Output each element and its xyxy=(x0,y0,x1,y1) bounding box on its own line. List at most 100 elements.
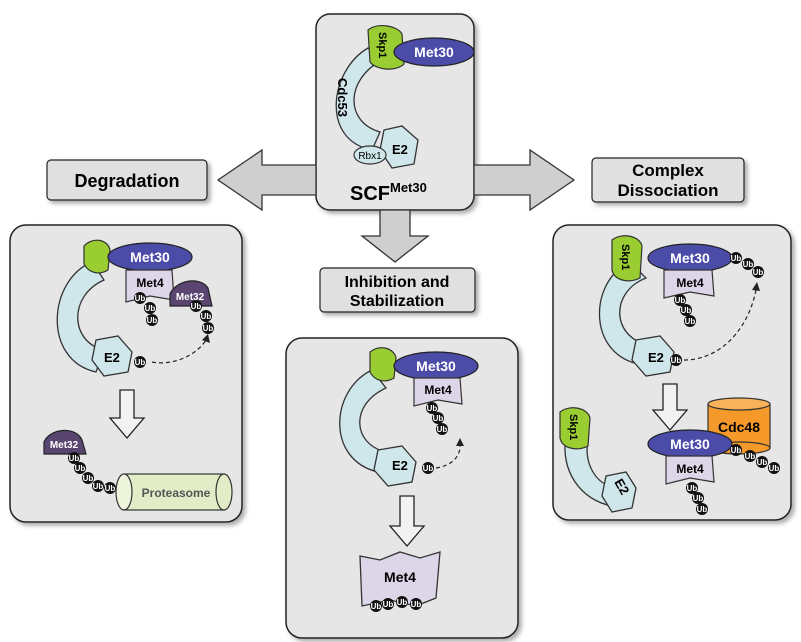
cullin-scaffold-1 xyxy=(56,261,105,373)
met30-label-2: Met30 xyxy=(416,358,456,374)
svg-text:Ub: Ub xyxy=(769,464,780,473)
svg-text:Ub: Ub xyxy=(147,316,158,325)
e2-label-2: E2 xyxy=(392,458,408,473)
svg-text:Ub: Ub xyxy=(423,464,434,473)
met30-label: Met30 xyxy=(414,44,454,60)
svg-text:Ub: Ub xyxy=(437,425,448,434)
met4-label-2: Met4 xyxy=(424,383,452,397)
ub-transfer-arrow-2 xyxy=(435,445,461,469)
met32-label-1: Met32 xyxy=(176,292,205,303)
svg-text:Ub: Ub xyxy=(681,306,692,315)
scf-label: SCFMet30 xyxy=(350,180,427,205)
svg-text:Ub: Ub xyxy=(433,414,444,423)
svg-text:Ub: Ub xyxy=(687,484,698,493)
svg-text:Ub: Ub xyxy=(757,458,768,467)
e2-shape-2 xyxy=(373,445,417,487)
arrow-left xyxy=(216,148,317,212)
ub-transfer-arrow-3 xyxy=(683,289,757,361)
svg-text:Ub: Ub xyxy=(745,452,756,461)
skp1-shape-1 xyxy=(83,239,111,274)
svg-text:Ub: Ub xyxy=(697,505,708,514)
ub-transfer-arrowhead-3 xyxy=(752,282,760,291)
ub-chain-1: Ub Ub Ub Ub Ub Ub Ub xyxy=(134,292,214,368)
dissociation-label-box xyxy=(591,157,745,203)
svg-text:Ub: Ub xyxy=(675,296,686,305)
svg-text:Ub: Ub xyxy=(411,600,422,609)
svg-text:Ub: Ub xyxy=(397,598,408,607)
ub-1d xyxy=(190,300,202,312)
met30-label-3: Met30 xyxy=(670,250,710,266)
met32-shape-1 xyxy=(169,280,213,307)
svg-text:Ub: Ub xyxy=(753,268,764,277)
svg-text:Ub: Ub xyxy=(93,482,104,491)
ub-1f xyxy=(202,322,214,334)
met4-shape-2 xyxy=(413,377,463,407)
e2-shape-3 xyxy=(631,335,675,377)
skp1-shape-4 xyxy=(559,407,591,450)
ub-transfer-arrowhead-1 xyxy=(202,334,210,343)
e2-label: E2 xyxy=(392,142,408,157)
svg-text:Ub: Ub xyxy=(383,600,394,609)
skp1-label-3: Skp1 xyxy=(619,244,631,270)
ub-transfer-arrow-1 xyxy=(151,339,207,364)
svg-text:Ub: Ub xyxy=(731,446,742,455)
skp1-label-4: Skp1 xyxy=(567,414,579,440)
e2-label-1: E2 xyxy=(104,350,120,365)
dissociation-complex: E2 Skp1 Met30 Met4 Ub Ub Ub Ub Ub Ub Ub xyxy=(598,235,764,377)
skp1-label: Skp1 xyxy=(376,32,388,58)
degradation-label: Degradation xyxy=(74,171,179,191)
svg-text:Ub: Ub xyxy=(693,494,704,503)
inhibition-complex: E2 Met30 Met4 Ub Ub Ub Ub xyxy=(339,347,479,487)
proteasome-cylinder xyxy=(123,473,225,511)
met30-label-4: Met30 xyxy=(670,436,710,452)
svg-text:Ub: Ub xyxy=(731,254,742,263)
e2-label-3: E2 xyxy=(648,350,664,365)
met32-shape-2 xyxy=(43,429,87,455)
arrow-down xyxy=(360,209,430,263)
ub-transfer-arrowhead-2 xyxy=(456,438,464,446)
down-arrow-inhibition xyxy=(388,495,426,548)
arrow-right xyxy=(473,148,576,212)
inhibition-label-line2: Stabilization xyxy=(350,293,444,310)
e2-shape-4 xyxy=(601,471,637,513)
svg-text:Ub: Ub xyxy=(69,454,80,463)
dissociation-label-line1: Complex xyxy=(632,161,704,180)
cdc53-label: Cdc53 xyxy=(335,78,350,117)
svg-text:Ub: Ub xyxy=(203,324,214,333)
skp1-shape xyxy=(367,25,405,70)
met4-label-4: Met4 xyxy=(676,462,704,476)
e2-label-4: E2 xyxy=(611,476,632,497)
skp1-shape-3 xyxy=(611,235,643,282)
proteasome-group: Met32 Ub Ub Ub Ub Ub Proteasome xyxy=(43,429,233,511)
met30-shape xyxy=(393,37,475,67)
ub-1c xyxy=(146,314,158,326)
met4-free-label: Met4 xyxy=(384,569,416,585)
svg-text:Ub: Ub xyxy=(75,464,86,473)
rbx1-label: Rbx1 xyxy=(358,151,382,162)
ub-1g xyxy=(134,356,146,368)
cdc48-met30-met4-complex: Cdc48 Met30 Met4 Ub Ub Ub Ub Ub Ub Ub xyxy=(647,397,780,515)
inhibition-label-line1: Inhibition and xyxy=(345,274,450,291)
met4-shape-4 xyxy=(665,455,715,485)
met4-label-1: Met4 xyxy=(136,276,164,290)
ub-1a xyxy=(134,292,146,304)
scf-complex: Cdc53 E2 Rbx1 Skp1 Met30 SCFMet30 xyxy=(335,25,475,205)
dissociation-label-line2: Dissociation xyxy=(617,181,718,200)
cdc48-label: Cdc48 xyxy=(718,419,760,435)
rbx1-shape xyxy=(353,145,387,165)
down-arrow-dissociation xyxy=(651,383,689,432)
ub-1b xyxy=(144,302,156,314)
dissociated-skp1-cullin: E2 Skp1 xyxy=(559,407,637,513)
proteasome-label: Proteasome xyxy=(142,486,211,500)
svg-text:Ub: Ub xyxy=(685,317,696,326)
svg-text:Ub: Ub xyxy=(201,312,212,321)
down-arrow-degradation xyxy=(108,389,146,440)
svg-text:Ub: Ub xyxy=(371,602,382,611)
free-met4-group: Met4 Ub Ub Ub Ub xyxy=(359,551,441,612)
met4-label-3: Met4 xyxy=(676,276,704,290)
svg-text:Ub: Ub xyxy=(743,260,754,269)
svg-text:Ub: Ub xyxy=(83,474,94,483)
svg-text:Ub: Ub xyxy=(135,294,146,303)
svg-text:Ub: Ub xyxy=(135,358,146,367)
